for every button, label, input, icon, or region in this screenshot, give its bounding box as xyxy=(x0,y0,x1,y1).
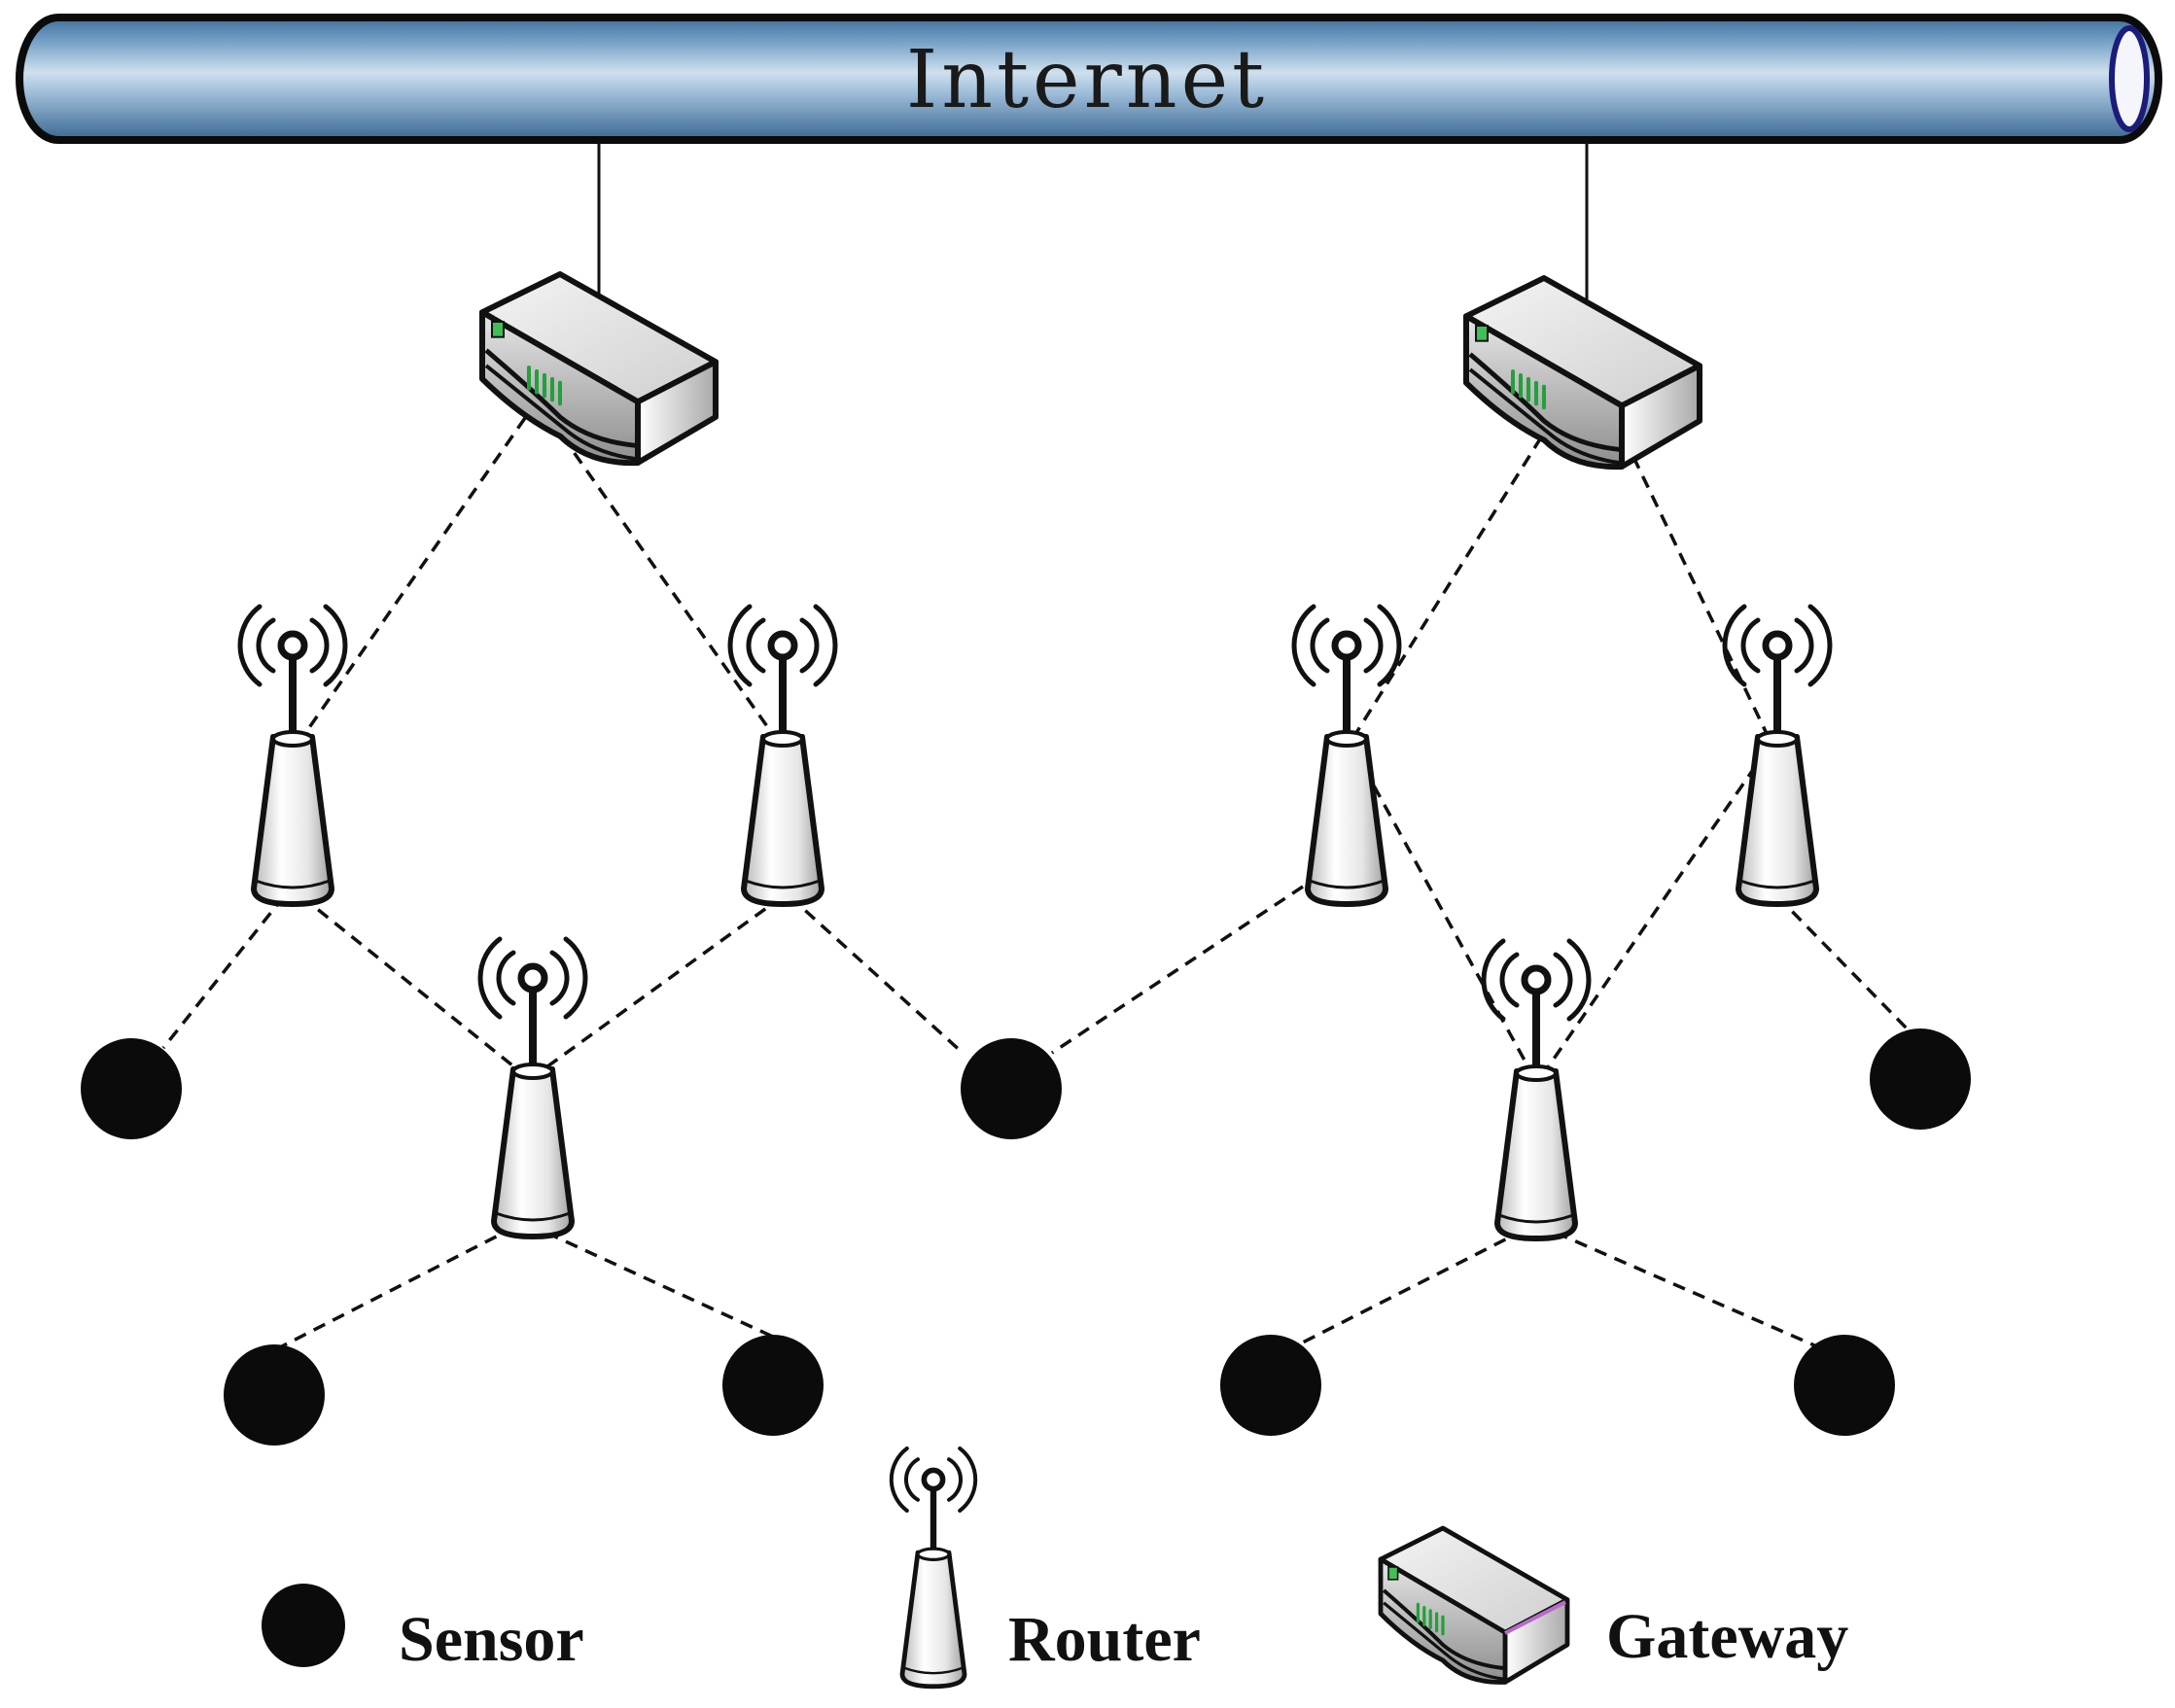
sensor-nodes xyxy=(81,1028,1971,1446)
router-icon xyxy=(240,607,345,904)
legend-gateway-stripe xyxy=(1504,1600,1566,1635)
internet-backbone: Internet xyxy=(16,14,2162,144)
legend-router-label: Router xyxy=(1008,1604,1201,1675)
sensor-node-icon xyxy=(961,1038,1062,1139)
router-icon xyxy=(1484,941,1589,1238)
gateway-icon xyxy=(1466,278,1700,467)
router-icon xyxy=(1725,607,1830,904)
router-icon xyxy=(480,939,585,1237)
legend-gateway-label: Gateway xyxy=(1606,1601,1848,1672)
gateway-icon xyxy=(482,274,716,463)
sensor-node-icon xyxy=(1220,1335,1321,1436)
wireless-links xyxy=(161,416,1913,1353)
sensor-node-icon xyxy=(81,1038,182,1139)
legend: Sensor Router Gateway xyxy=(262,1448,1848,1687)
router-icon xyxy=(1294,607,1399,904)
internet-label: Internet xyxy=(906,34,1268,126)
sensor-node-icon xyxy=(1794,1335,1895,1436)
legend-gateway-icon xyxy=(1381,1528,1567,1683)
sensor-node-icon xyxy=(1870,1028,1971,1130)
sensor-node-icon xyxy=(722,1335,824,1436)
sensor-node-icon xyxy=(224,1344,325,1446)
legend-sensor-icon xyxy=(262,1584,345,1667)
legend-router-icon xyxy=(892,1448,975,1687)
router-icon xyxy=(730,607,835,904)
legend-sensor-label: Sensor xyxy=(399,1604,584,1675)
